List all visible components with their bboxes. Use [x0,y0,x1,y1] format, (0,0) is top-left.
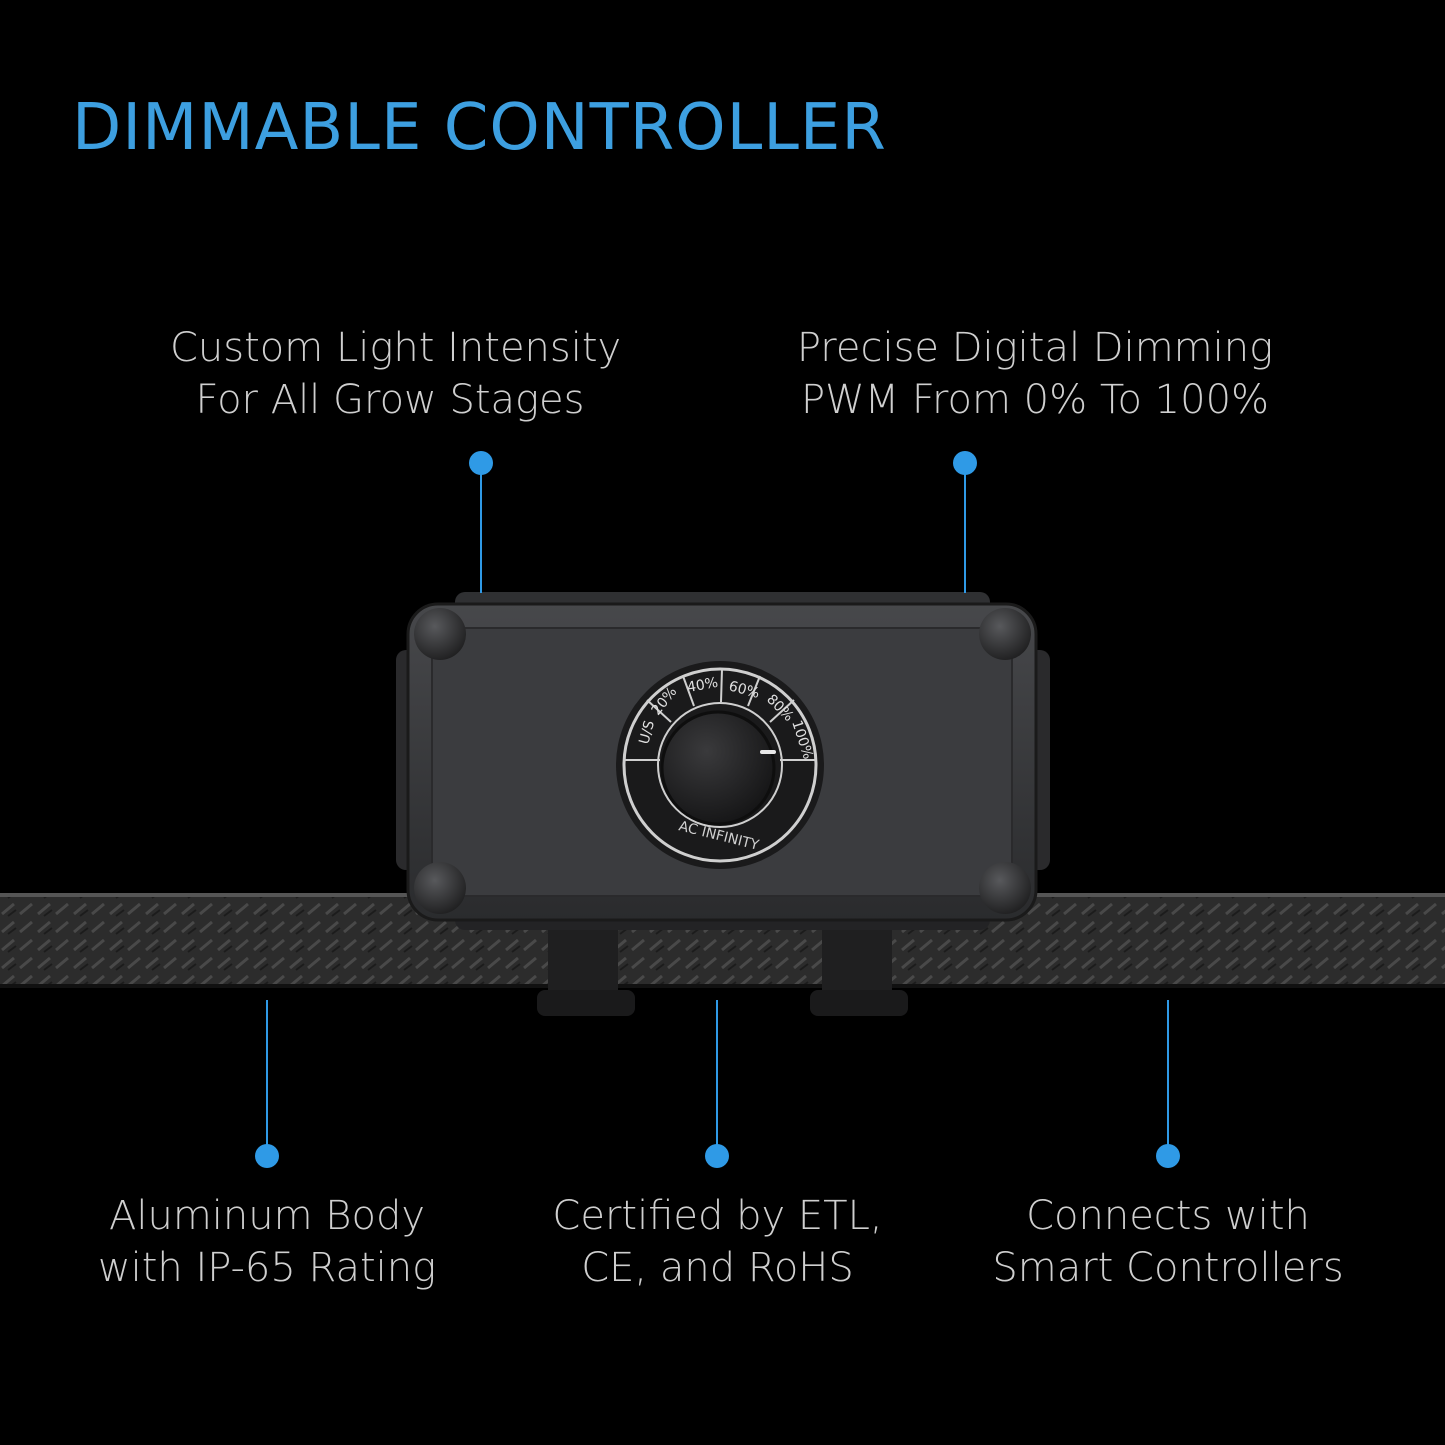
feature-bottom-right: Connects with Smart Controllers [990,1190,1346,1294]
knob-indicator [760,750,776,754]
callout-dot-bottom-left [255,1144,279,1168]
feature-bottom-left-line2: with IP-65 Rating [97,1245,437,1291]
dial-label-us: U/S [636,719,658,746]
connector-right [810,990,908,1016]
feature-top-left: Custom Light Intensity For All Grow Stag… [170,322,622,426]
feature-bottom-right-line1: Connects with [1026,1193,1310,1239]
page-title: DIMMABLE CONTROLLER [72,91,887,165]
callout-line-bottom-center [716,1000,718,1156]
feature-top-right: Precise Digital Dimming PWM From 0% To 1… [795,322,1275,426]
feature-bottom-center-line1: Certified by ETL, [552,1193,883,1239]
connector-left [537,990,635,1016]
dial-label-60: 60% [727,678,761,702]
feature-top-left-line2: For All Grow Stages [195,377,585,423]
feature-bottom-center: Certified by ETL, CE, and RoHS [540,1190,895,1294]
dimmer-knob[interactable] [660,710,776,826]
bolt [979,862,1031,914]
callout-line-top-left [480,463,482,593]
callout-line-bottom-right [1167,1000,1169,1156]
feature-bottom-left: Aluminum Body with IP-65 Rating [92,1190,442,1294]
feature-top-right-line1: Precise Digital Dimming [796,325,1274,371]
bolt [414,862,466,914]
callout-line-bottom-left [266,1000,268,1156]
feature-bottom-right-line2: Smart Controllers [992,1245,1344,1291]
feature-bottom-center-line2: CE, and RoHS [581,1245,854,1291]
bolt [414,608,466,660]
dial-label-40: 40% [686,675,719,696]
feature-top-left-line1: Custom Light Intensity [170,325,622,371]
bolt [979,608,1031,660]
feature-bottom-left-line1: Aluminum Body [108,1193,425,1239]
callout-line-top-right [964,463,966,593]
callout-dot-bottom-center [705,1144,729,1168]
feature-top-right-line2: PWM From 0% To 100% [800,377,1270,423]
callout-dot-bottom-right [1156,1144,1180,1168]
